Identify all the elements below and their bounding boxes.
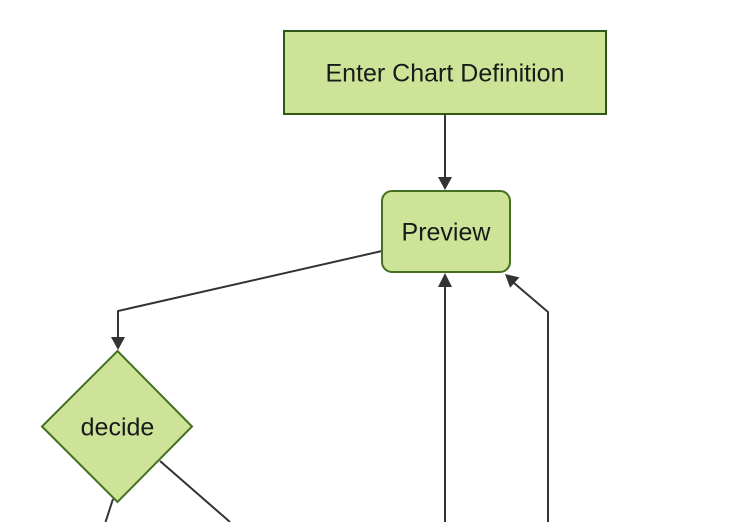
node-diamond [40,349,194,504]
node-decide: decide [40,349,194,504]
node-enter-chart-definition: Enter Chart Definition [283,30,607,115]
edge-line [513,282,549,522]
edge-decide-to-bottom-left [104,498,114,522]
edge-bottom-to-preview [438,273,452,522]
arrowhead-down-icon [438,177,452,190]
node-rectangle [283,30,607,115]
arrowhead-up-left-icon [505,274,520,288]
edge-decide-to-bottom-right [159,460,231,522]
node-label-decide: decide [81,414,155,442]
arrowhead-up-icon [438,273,452,287]
edge-line [117,250,383,338]
node-rounded-rectangle [381,190,511,273]
arrowhead-down-icon [111,337,125,350]
edge-enter-to-preview [438,114,452,190]
node-label-preview: Preview [402,219,492,247]
edge-bottom-right-to-preview [505,274,549,522]
node-preview: Preview [381,190,511,273]
edge-preview-to-decide [111,250,383,350]
edge-line [104,498,114,522]
node-label-enter-chart-definition: Enter Chart Definition [325,60,564,88]
edge-line [159,460,231,522]
